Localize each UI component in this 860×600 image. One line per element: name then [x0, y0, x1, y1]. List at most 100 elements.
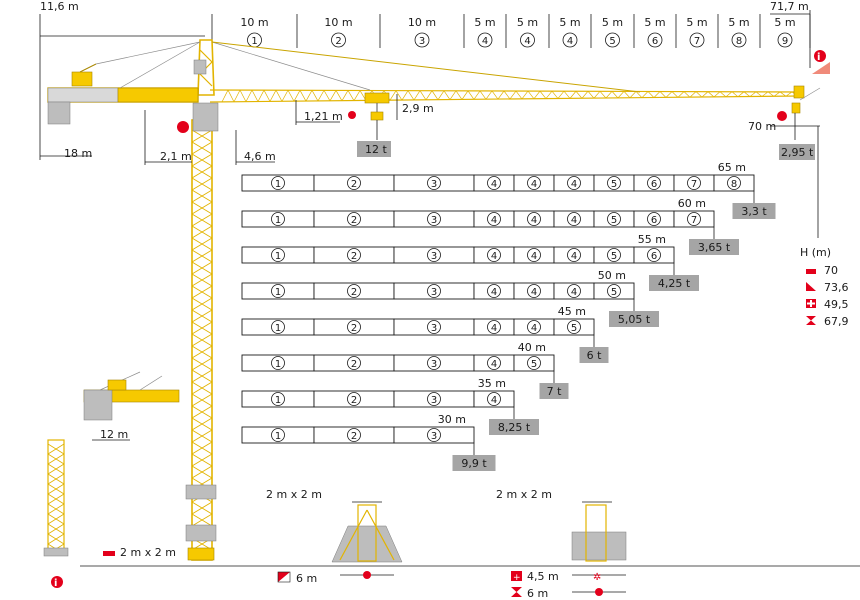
info-icon	[814, 50, 826, 62]
header-section-length: 5 m	[517, 16, 538, 29]
tip-load-box	[779, 144, 815, 160]
header-section-length: 5 m	[474, 16, 495, 29]
jib-config-section-number: 6	[651, 215, 657, 226]
hook-gap-dim: 1,21 m	[304, 110, 343, 123]
section-number-icon	[347, 356, 361, 370]
tiny-mast: i	[43, 439, 69, 589]
jib-config-section-number: 4	[531, 251, 537, 262]
svg-text:+: +	[513, 573, 521, 583]
height-legend-title: H (m)	[800, 246, 831, 259]
jib-config-section-number: 2	[351, 395, 357, 406]
section-number-icon	[271, 284, 285, 298]
section-number-icon	[427, 428, 441, 442]
jib-config-load-box	[732, 203, 776, 219]
jib-config-section-number: 4	[491, 395, 497, 406]
section-number-icon	[727, 176, 741, 190]
section-number-icon	[647, 248, 661, 262]
section-number-icon	[567, 284, 581, 298]
jib-config-section-number: 4	[531, 287, 537, 298]
header-section-length: 5 m	[686, 16, 707, 29]
jib-config-section-number: 5	[571, 323, 577, 334]
jib-config-section-number: 4	[491, 179, 497, 190]
header-section-number: 4	[567, 36, 573, 47]
offset-b-dim: 4,6 m	[244, 150, 276, 163]
jib-config-section-number: 4	[571, 215, 577, 226]
header-section-number: 5	[609, 36, 615, 47]
jib-config-section-number: 3	[431, 431, 437, 442]
section-number-icon	[731, 32, 747, 48]
header-section-length: 5 m	[644, 16, 665, 29]
hourglass-icon	[511, 587, 522, 597]
svg-text:i: i	[54, 578, 57, 589]
header-section-number: 6	[652, 36, 658, 47]
jib-config-section-number: 1	[275, 215, 281, 226]
height-legend-value: 70	[824, 264, 838, 277]
section-number-icon	[347, 284, 361, 298]
section-number-icon	[647, 212, 661, 226]
header-section-number: 8	[736, 36, 742, 47]
section-number-icon	[347, 248, 361, 262]
jib-config-load-box	[579, 347, 609, 363]
mid-base-top-label: 2 m x 2 m	[266, 488, 322, 501]
height-legend-item: 73,6	[806, 281, 849, 294]
header-section-number: 4	[524, 36, 530, 47]
section-number-icon	[487, 248, 501, 262]
jib-config-radius: 55 m	[638, 233, 666, 246]
jib-config-section-number: 8	[731, 179, 737, 190]
jib-config-section-number: 7	[691, 179, 697, 190]
jib-config-radius: 40 m	[518, 341, 546, 354]
header-section-length: 10 m	[324, 16, 352, 29]
jib-config-radius: 60 m	[678, 197, 706, 210]
hourglass-icon	[806, 316, 816, 325]
section-number-icon	[527, 320, 541, 334]
jib-config-radius: 65 m	[718, 161, 746, 174]
jib-config-section-number: 1	[275, 287, 281, 298]
section-number-icon	[527, 248, 541, 262]
section-number-icon	[487, 284, 501, 298]
section-number-icon	[271, 428, 285, 442]
jib-config-section-number: 3	[431, 179, 437, 190]
section-number-icon	[527, 284, 541, 298]
section-number-icon	[607, 284, 621, 298]
section-number-icon	[347, 320, 361, 334]
jib-config-section-number: 4	[531, 323, 537, 334]
jib-config-load: 8,25 t	[498, 421, 531, 434]
jib-config-load: 7 t	[547, 385, 562, 398]
jib-config-section-number: 3	[431, 287, 437, 298]
header-section-length: 10 m	[240, 16, 268, 29]
section-number-icon	[487, 320, 501, 334]
cross-icon	[806, 299, 816, 308]
section-number-icon	[647, 176, 661, 190]
triangle-icon	[278, 572, 290, 582]
header-section-number: 3	[419, 36, 425, 47]
jib-config-section-number: 1	[275, 323, 281, 334]
height-legend-item: 49,5	[806, 298, 849, 311]
max-load: 12 t	[365, 143, 387, 156]
jib-config-load: 4,25 t	[658, 277, 691, 290]
section-number-icon	[605, 32, 620, 48]
section-number-icon	[271, 392, 285, 406]
jib-config-load: 3,3 t	[741, 205, 767, 218]
jib-config-section-number: 4	[531, 179, 537, 190]
info-icon	[51, 576, 63, 588]
jib-config-section-number: 6	[651, 251, 657, 262]
section-number-icon	[487, 392, 501, 406]
jib-config-section-number: 5	[531, 359, 537, 370]
jib-config-section-number: 5	[611, 179, 617, 190]
section-number-icon	[271, 248, 285, 262]
section-number-icon	[347, 428, 361, 442]
jib-config-section-number: 2	[351, 179, 357, 190]
red-dot-icon	[777, 111, 787, 121]
bases: 2 m x 2 m 6 m 2 m x 2 m 2 m x 2 m ✲ + 4,…	[80, 488, 860, 600]
jib-config-section-number: 4	[491, 323, 497, 334]
jib-config-load-box	[489, 419, 539, 435]
counter-jib	[47, 41, 201, 125]
